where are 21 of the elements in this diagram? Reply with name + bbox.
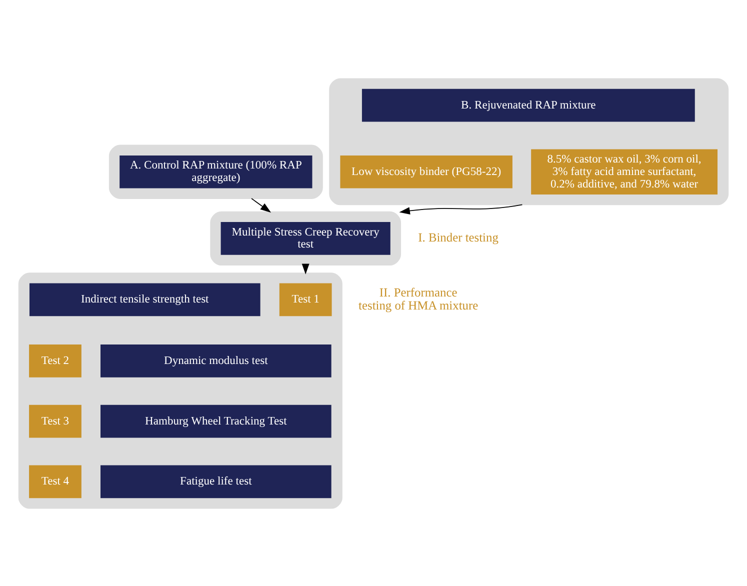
node-box: Test 1 <box>279 282 332 316</box>
cluster <box>210 210 402 266</box>
node-box: Fatigue life test <box>100 464 332 498</box>
node-box: Test 4 <box>29 464 82 498</box>
node-box: Dynamic modulus test <box>100 344 332 377</box>
label: II. Performance testing of HMA mixture <box>358 284 478 312</box>
cluster <box>108 144 323 198</box>
node-box: Low viscosity binder (PG58-22) <box>340 154 512 188</box>
cluster <box>329 78 729 205</box>
label: I. Binder testing <box>418 230 498 244</box>
arrow <box>251 198 272 212</box>
node-box: B. Rejuvenated RAP mixture <box>362 88 695 122</box>
node-box: Indirect tensile strength test <box>29 282 260 316</box>
node-box: Multiple Stress Creep Recovery test <box>220 222 390 254</box>
node-box: Test 2 <box>29 344 82 377</box>
node-box: A. Control RAP mixture (100% RAP aggregate) <box>120 154 312 188</box>
node-box: 8.5% castor wax oil, 3% corn oil, 3% fatty acid amine surfactant, 0.2% additive, and 79.8% water <box>531 148 718 194</box>
cluster <box>18 272 342 508</box>
node-box: Hamburg Wheel Tracking Test <box>100 404 332 438</box>
node-box: Test 3 <box>29 404 82 438</box>
arrow <box>399 204 523 214</box>
